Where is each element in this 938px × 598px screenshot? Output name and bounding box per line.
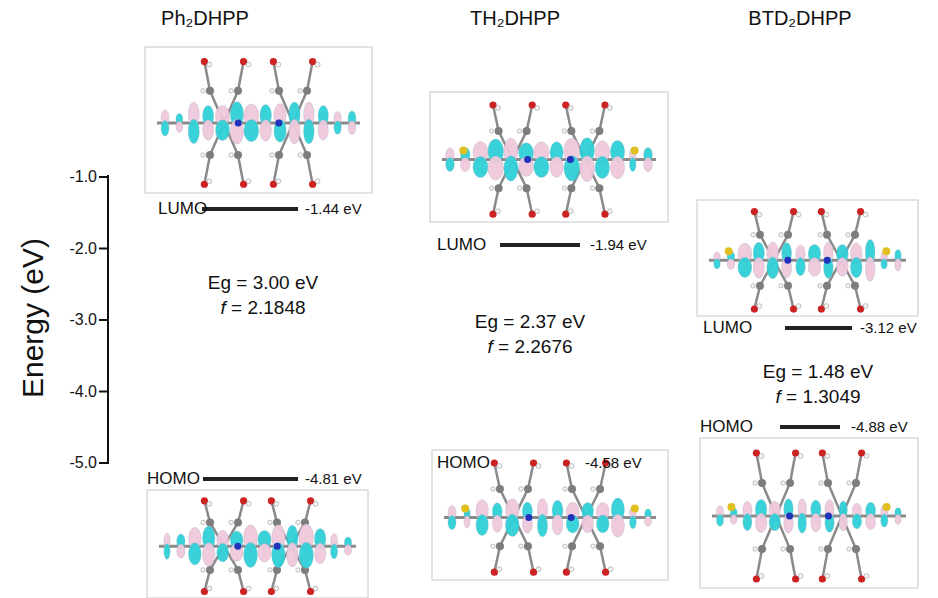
axis-tick [99,462,108,464]
energy-value: -4.58 eV [585,454,642,471]
column-heading: TH₂DHPP [470,7,560,30]
energy-value: -1.44 eV [305,200,362,217]
energy-value: -3.12 eV [860,319,917,336]
tick-label: -4.0 [69,382,97,400]
orbital-picture [700,438,918,588]
axis-title: Energy (eV) [16,238,51,398]
oscillator-strength: f = 1.3049 [775,386,860,408]
level-name: LUMO [158,199,207,219]
energy-value: -1.94 eV [590,236,647,253]
energy-level-bar [785,326,852,330]
energy-level-bar [780,425,840,429]
oscillator-strength: f = 2.2676 [487,336,572,358]
level-name: HOMO [700,417,753,437]
orbital-picture [145,47,372,193]
level-name: LUMO [437,235,486,255]
level-name: HOMO [147,469,200,489]
tick-label: -3.0 [69,311,97,329]
axis-tick [99,248,108,250]
orbital-picture [147,490,368,598]
level-name: LUMO [703,318,752,338]
column-heading: Ph₂DHPP [161,7,249,30]
axis-tick [99,319,108,321]
orbital-picture [432,450,668,580]
tick-label: -1.0 [69,168,97,186]
energy-value: -4.88 eV [851,418,908,435]
oscillator-strength: f = 2.1848 [220,297,305,319]
gap-value: Eg = 1.48 eV [763,361,873,383]
orbital-picture [697,200,918,316]
energy-level-bar [202,207,298,211]
axis-tick [99,176,108,178]
energy-level-bar [203,477,298,481]
tick-label: -5.0 [69,454,97,472]
gap-value: Eg = 2.37 eV [475,311,585,333]
orbital-picture [430,92,668,222]
energy-level-bar [500,243,580,247]
energy-value: -4.81 eV [305,470,362,487]
axis-tick [99,391,108,393]
gap-value: Eg = 3.00 eV [208,272,318,294]
column-heading: BTD₂DHPP [748,7,851,30]
level-name: HOMO [437,453,490,473]
tick-label: -2.0 [69,239,97,257]
